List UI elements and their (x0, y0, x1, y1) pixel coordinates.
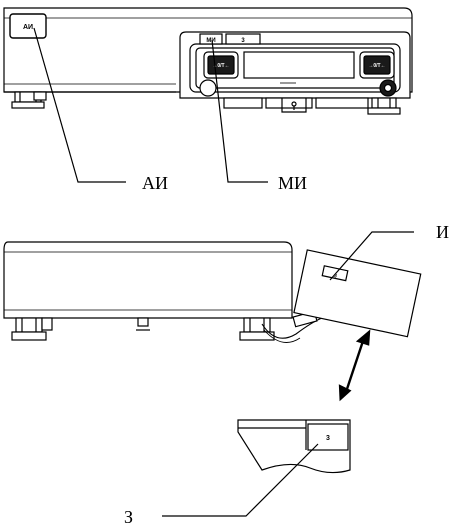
indicator-supports (223, 97, 369, 113)
plate-right-top (225, 33, 261, 45)
right-foot (367, 97, 401, 115)
double-arrow (338, 329, 371, 402)
plate-right-text: 3 (241, 38, 245, 44)
leader-lines-top (33, 27, 268, 183)
key-right-label: →0/T← (368, 63, 385, 69)
indicator-housing (179, 31, 411, 99)
round-button-right (379, 79, 397, 97)
key-left-label: →0/T← (212, 63, 229, 69)
callout-ai: АИ (142, 173, 168, 193)
side-small-foot-left-2 (41, 317, 53, 331)
key-right (359, 51, 395, 79)
ai-plate-text: АИ (23, 24, 33, 31)
mi-plate-text: МИ (206, 38, 215, 44)
mi-plate-top (199, 33, 223, 45)
side-right-foot (239, 317, 275, 341)
leader-line-z (162, 443, 319, 517)
display-window (243, 51, 355, 79)
leader-line-ai (33, 27, 126, 183)
callout-mi: МИ (278, 173, 307, 193)
detail-view (237, 419, 351, 474)
detail-plate-text: 3 (326, 435, 330, 442)
indicator-side-plate-text: 3 (333, 273, 337, 279)
platform-body (3, 241, 293, 319)
detail-plate (307, 423, 349, 451)
side-left-foot (11, 317, 47, 341)
indicator-side-plate (321, 265, 349, 282)
leader-line-mi (211, 39, 268, 183)
side-small-foot-mid (137, 317, 149, 327)
callout-i: И (436, 222, 449, 242)
ai-plate-top (9, 13, 47, 39)
callout-z: З (124, 507, 133, 527)
top-scale-view (3, 7, 413, 115)
leader-line-i (329, 231, 414, 281)
small-foot-left-2 (33, 91, 47, 101)
indicator-side (293, 249, 422, 338)
side-scale-view (3, 241, 422, 343)
round-button-left (199, 79, 217, 97)
